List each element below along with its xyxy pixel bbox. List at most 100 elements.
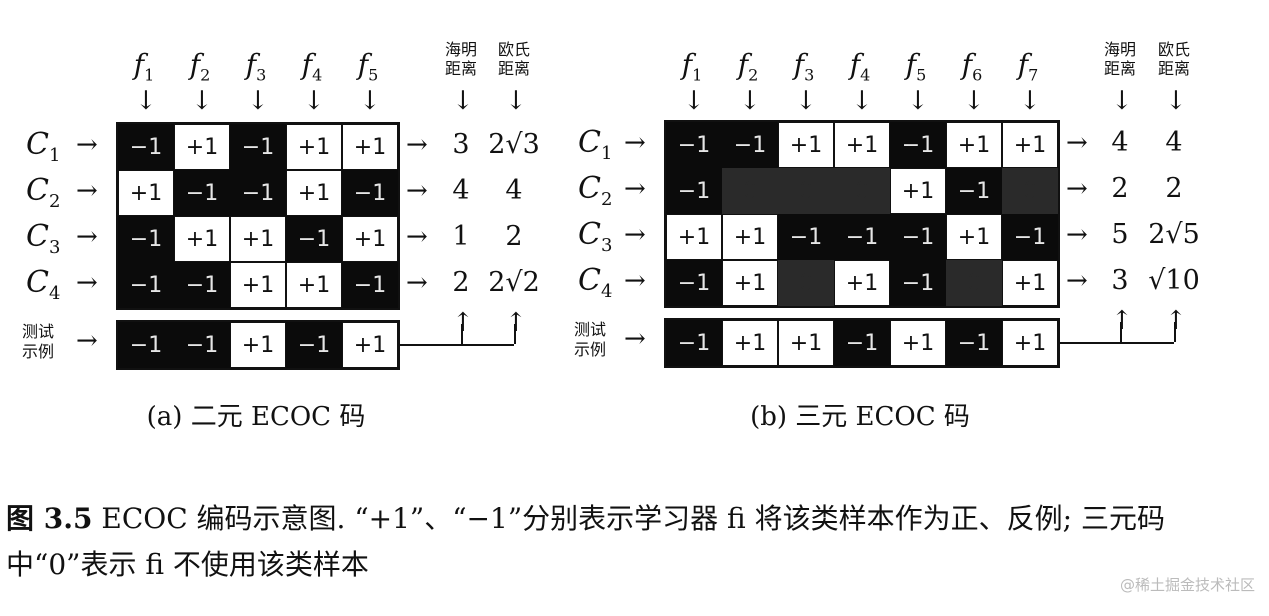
a-cell: −1: [174, 170, 230, 216]
b-cell: 0: [1002, 168, 1058, 214]
b-feature-arrow: ↓: [795, 86, 817, 116]
a-hamming-value: 1: [452, 221, 470, 252]
b-cell: +1: [890, 168, 946, 214]
b-cell: +1: [1002, 260, 1058, 306]
a-cell: +1: [230, 262, 286, 308]
a-feature-arrow: ↓: [247, 86, 269, 116]
a-feature-f3: f3: [245, 48, 267, 85]
b-class-arrow: →: [624, 128, 646, 158]
b-test-cell: +1: [722, 320, 778, 366]
a-cell: +1: [342, 124, 398, 170]
b-test-cell: −1: [834, 320, 890, 366]
b-class-arrow: →: [624, 174, 646, 204]
b-cell: −1: [890, 214, 946, 260]
b-test-cell: −1: [946, 320, 1002, 366]
a-up-arrow: ↑: [505, 308, 527, 338]
b-cell: +1: [1002, 122, 1058, 168]
b-class-label-C4: C4: [578, 263, 613, 302]
a-cell: +1: [286, 170, 342, 216]
b-feature-f4: f4: [849, 48, 871, 85]
b-class-arrow: →: [624, 266, 646, 296]
a-cell: −1: [342, 170, 398, 216]
a-connector-v: [461, 324, 463, 344]
b-cell: −1: [946, 168, 1002, 214]
a-feature-f4: f4: [301, 48, 323, 85]
panel-binary-ecoc: f1↓f2↓f3↓f4↓f5↓海明距离↓欧氏距离↓−1+1−1+1+1+1−1−…: [0, 0, 610, 460]
a-feature-arrow: ↓: [135, 86, 157, 116]
b-up-arrow: ↑: [1165, 306, 1187, 336]
b-euclid-value: 2: [1165, 173, 1183, 204]
b-cell: 0: [778, 168, 834, 214]
b-cell: 0: [722, 168, 778, 214]
b-cell: +1: [834, 260, 890, 306]
a-code-matrix: −1+1−1+1+1+1−1−1+1−1−1+1+1−1+1−1−1+1+1−1: [116, 122, 400, 310]
b-cell: +1: [946, 214, 1002, 260]
b-caption: (b) 三元 ECOC 码: [750, 402, 970, 432]
a-test-cell: +1: [230, 322, 286, 368]
b-dist-arrow: ↓: [1111, 86, 1133, 116]
a-hamming-value: 4: [452, 175, 470, 206]
b-cell: 0: [778, 260, 834, 306]
figure-caption: 图 3.5 ECOC 编码示意图. “+1”、“−1”分别表示学习器 fi 将该…: [6, 496, 1246, 588]
a-feature-f5: f5: [357, 48, 379, 85]
a-cell: −1: [118, 216, 174, 262]
b-cell: −1: [666, 168, 722, 214]
b-class-label-C3: C3: [578, 217, 613, 256]
b-hamming-value: 5: [1111, 219, 1129, 250]
a-class-arrow: →: [76, 130, 98, 160]
b-cell: +1: [722, 260, 778, 306]
b-class-label-C1: C1: [578, 125, 613, 164]
b-connector-v: [1120, 322, 1122, 342]
a-cell: +1: [342, 216, 398, 262]
b-cell: −1: [666, 122, 722, 168]
a-row-arrow: →: [406, 268, 428, 298]
b-connector-h: [1060, 342, 1174, 344]
a-connector-h: [400, 344, 514, 346]
a-feature-f1: f1: [133, 48, 155, 85]
a-euclid-value: 2: [505, 221, 523, 252]
b-feature-arrow: ↓: [683, 86, 705, 116]
a-connector-v: [514, 324, 516, 344]
a-feature-arrow: ↓: [359, 86, 381, 116]
b-feature-f7: f7: [1017, 48, 1039, 85]
b-cell: −1: [666, 260, 722, 306]
b-cell: −1: [722, 122, 778, 168]
a-test-arrow: →: [76, 326, 98, 356]
b-euclid-value: 4: [1165, 127, 1183, 158]
a-class-label-C2: C2: [26, 173, 61, 212]
b-euclid-header: 欧氏距离: [1157, 40, 1190, 78]
panel-ternary-ecoc: f1↓f2↓f3↓f4↓f5↓f6↓f7↓海明距离↓欧氏距离↓−1−1+1+1−…: [560, 0, 1269, 460]
b-test-arrow: →: [624, 324, 646, 354]
a-class-label-C1: C1: [26, 127, 61, 166]
b-cell: +1: [946, 122, 1002, 168]
b-feature-f1: f1: [681, 48, 703, 85]
watermark: @稀土掘金技术社区: [1119, 576, 1255, 594]
b-row-arrow: →: [1066, 266, 1088, 296]
a-euclid-value: 2√2: [488, 267, 540, 298]
b-row-arrow: →: [1066, 174, 1088, 204]
a-cell: −1: [286, 216, 342, 262]
b-hamming-value: 3: [1111, 265, 1129, 296]
b-test-cell: −1: [666, 320, 722, 366]
a-hamming-value: 2: [452, 267, 470, 298]
a-class-label-C4: C4: [26, 265, 61, 304]
b-cell: −1: [778, 214, 834, 260]
b-cell: 0: [946, 260, 1002, 306]
a-cell: −1: [118, 262, 174, 308]
b-test-cell: +1: [1002, 320, 1058, 366]
a-class-label-C3: C3: [26, 219, 61, 258]
b-cell: 0: [834, 168, 890, 214]
a-test-label: 测试示例: [22, 322, 55, 361]
b-feature-f5: f5: [905, 48, 927, 85]
b-cell: −1: [834, 214, 890, 260]
a-cell: +1: [230, 216, 286, 262]
a-feature-arrow: ↓: [191, 86, 213, 116]
a-euclid-value: 4: [505, 175, 523, 206]
b-cell: +1: [666, 214, 722, 260]
b-dist-arrow: ↓: [1165, 86, 1187, 116]
a-caption: (a) 二元 ECOC 码: [146, 402, 366, 432]
a-euclid-value: 2√3: [488, 129, 540, 160]
b-feature-arrow: ↓: [963, 86, 985, 116]
a-row-arrow: →: [406, 176, 428, 206]
